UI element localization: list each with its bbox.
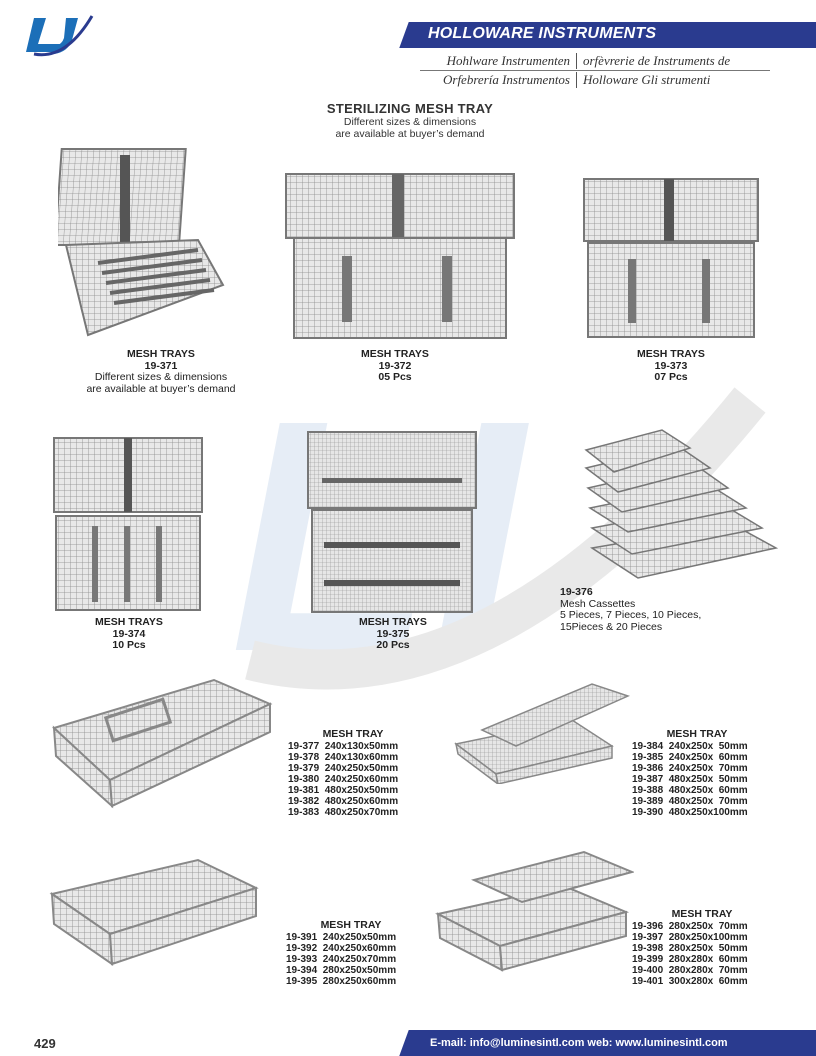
title-german: Hohlware Instrumenten — [420, 53, 577, 69]
cassettes-19-376-caption: 19-376 Mesh Cassettes 5 Pieces, 7 Pieces… — [560, 586, 702, 633]
cassette-sizes: 5 Pieces, 7 Pieces, 10 Pieces, — [560, 609, 702, 621]
spec-row: 19-380 240x250x60mm — [288, 774, 399, 785]
tray-note: are available at buyer’s demand — [86, 382, 236, 395]
language-titles: Hohlware Instrumenten orfèvrerie de Inst… — [420, 53, 780, 88]
tray-19-375-caption: MESH TRAYS 19-375 20 Pcs — [328, 616, 458, 652]
spec-row: 19-393 240x250x70mm — [286, 954, 397, 965]
tray-19-374-caption: MESH TRAYS 19-374 10 Pcs — [64, 616, 194, 652]
tray-code: 19-374 — [112, 627, 146, 640]
spec-row: 19-397 280x250x100mm — [632, 932, 748, 943]
spec-title: MESH TRAY — [322, 728, 384, 740]
spec-list-b: MESH TRAY 19-384 240x250x 50mm 19-385 24… — [632, 728, 762, 819]
section-subtitle-2: are available at buyer’s demand — [335, 128, 485, 140]
mesh-tray-d-image — [435, 850, 634, 972]
spec-row: 19-384 240x250x 50mm — [632, 741, 748, 752]
cassette-sizes: 15Pieces & 20 Pieces — [560, 620, 663, 633]
tray-code: 19-373 — [654, 359, 688, 372]
spec-row: 19-400 280x280x 70mm — [632, 965, 748, 976]
mesh-tray-19-373-image — [583, 178, 759, 338]
spec-row: 19-377 240x130x50mm — [288, 741, 399, 752]
company-logo — [26, 15, 94, 57]
mesh-tray-19-375-image — [307, 431, 477, 613]
page-number: 429 — [34, 1036, 56, 1051]
tray-19-371-caption: MESH TRAYS 19-371 Different sizes & dime… — [76, 348, 246, 395]
spec-row: 19-382 480x250x60mm — [288, 796, 399, 807]
title-spanish: Orfebrería Instrumentos — [420, 72, 577, 88]
spec-row: 19-386 240x250x 70mm — [632, 763, 748, 774]
spec-row: 19-381 480x250x50mm — [288, 785, 399, 796]
spec-row: 19-388 480x250x 60mm — [632, 785, 748, 796]
spec-row: 19-385 240x250x 60mm — [632, 752, 748, 763]
tray-qty: 07 Pcs — [654, 371, 688, 383]
tray-19-372-caption: MESH TRAYS 19-372 05 Pcs — [330, 348, 460, 384]
mesh-basket-c-image — [49, 858, 259, 966]
spec-row: 19-394 280x250x50mm — [286, 965, 397, 976]
section-heading: STERILIZING MESH TRAY Different sizes & … — [250, 101, 570, 140]
mesh-basket-a-image — [52, 678, 273, 809]
footer-banner: E-mail: info@luminesintl.com web: www.lu… — [414, 1030, 816, 1056]
spec-row: 19-398 280x250x 50mm — [632, 943, 748, 954]
mesh-cassettes-19-376-image — [584, 429, 778, 579]
spec-row: 19-401 300x280x 60mm — [632, 976, 748, 987]
spec-row: 19-378 240x130x60mm — [288, 752, 399, 763]
tray-qty: 20 Pcs — [376, 639, 410, 651]
spec-row: 19-383 480x250x70mm — [288, 807, 399, 818]
title-french: orfèvrerie de Instruments de — [583, 53, 731, 68]
spec-row: 19-389 480x250x 70mm — [632, 796, 748, 807]
contact-info: E-mail: info@luminesintl.com web: www.lu… — [430, 1037, 728, 1049]
tray-19-373-caption: MESH TRAYS 19-373 07 Pcs — [606, 348, 736, 384]
spec-row: 19-399 280x280x 60mm — [632, 954, 748, 965]
spec-row: 19-396 280x250x 70mm — [632, 921, 748, 932]
section-subtitle-1: Different sizes & dimensions — [343, 116, 477, 128]
section-title: STERILIZING MESH TRAY — [326, 101, 494, 116]
spec-list-d: MESH TRAY 19-396 280x250x 70mm 19-397 28… — [632, 908, 772, 988]
spec-row: 19-395 280x250x60mm — [286, 976, 397, 987]
spec-list-c: MESH TRAY 19-391 240x250x50mm 19-392 240… — [286, 919, 416, 988]
spec-row: 19-387 480x250x 50mm — [632, 774, 748, 785]
tray-qty: 05 Pcs — [378, 371, 412, 383]
tray-title: MESH TRAYS — [637, 348, 705, 360]
mesh-tray-b-image — [454, 683, 630, 784]
tray-title: MESH TRAYS — [127, 348, 195, 360]
spec-row: 19-392 240x250x60mm — [286, 943, 397, 954]
tray-title: MESH TRAYS — [361, 348, 429, 360]
cassette-desc: Mesh Cassettes — [560, 597, 636, 610]
tray-code: 19-376 — [560, 586, 593, 598]
spec-list-a: MESH TRAY 19-377 240x130x50mm 19-378 240… — [288, 728, 418, 819]
tray-note: Different sizes & dimensions — [94, 371, 228, 383]
mesh-tray-19-372-image — [285, 173, 515, 339]
title-italian: Holloware Gli strumenti — [583, 72, 711, 87]
tray-qty: 10 Pcs — [112, 639, 146, 651]
spec-title: MESH TRAY — [666, 728, 728, 740]
spec-title: MESH TRAY — [671, 908, 733, 920]
tray-title: MESH TRAYS — [359, 616, 427, 628]
tray-code: 19-371 — [144, 359, 178, 372]
spec-row: 19-391 240x250x50mm — [286, 932, 397, 943]
mesh-tray-19-371-image — [58, 148, 225, 337]
tray-title: MESH TRAYS — [95, 616, 163, 628]
mesh-tray-19-374-image — [53, 437, 203, 611]
spec-row: 19-390 480x250x100mm — [632, 807, 748, 818]
spec-row: 19-379 240x250x50mm — [288, 763, 399, 774]
page-title: HOLLOWARE INSTRUMENTS — [428, 25, 657, 42]
spec-title: MESH TRAY — [320, 919, 382, 931]
tray-code: 19-375 — [376, 627, 410, 640]
header-banner: HOLLOWARE INSTRUMENTS — [414, 22, 816, 48]
tray-code: 19-372 — [378, 359, 412, 372]
